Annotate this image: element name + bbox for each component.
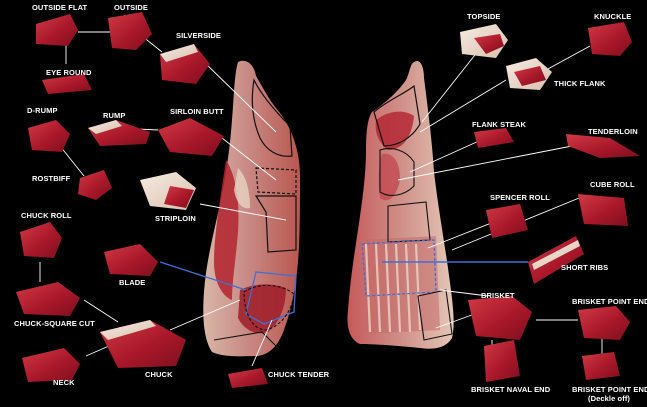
label-brisket-point-end-deckle-off: BRISKET POINT END (Deckle off) bbox=[572, 385, 647, 403]
blue-highlight-lines bbox=[159, 261, 528, 291]
label-sirloin-butt: SIRLOIN BUTT bbox=[170, 107, 224, 116]
knuckle-cut bbox=[588, 22, 632, 56]
brisket-point-end-cut bbox=[578, 306, 630, 340]
blade-cut bbox=[104, 244, 158, 276]
label-deckle-off: (Deckle off) bbox=[587, 394, 631, 403]
label-thick-flank: THICK FLANK bbox=[554, 79, 606, 88]
left-carcass bbox=[203, 60, 300, 357]
label-outside: OUTSIDE bbox=[114, 3, 149, 12]
label-chuck: CHUCK bbox=[145, 370, 173, 379]
label-silverside: SILVERSIDE bbox=[176, 31, 222, 40]
tenderloin-cut bbox=[566, 134, 640, 158]
label-outside-flat: OUTSIDE FLAT bbox=[32, 3, 88, 12]
label-topside: TOPSIDE bbox=[467, 12, 501, 21]
outside-cut bbox=[108, 12, 152, 50]
label-chuck-roll: CHUCK ROLL bbox=[21, 211, 72, 220]
brisket-point-end-deckle-off-cut bbox=[582, 352, 620, 380]
outside-flat-cut bbox=[36, 14, 78, 46]
label-tenderloin: TENDERLOIN bbox=[588, 127, 638, 136]
label-flank-steak: FLANK STEAK bbox=[472, 120, 527, 129]
label-knuckle: KNUCKLE bbox=[594, 12, 632, 21]
brisket-cut bbox=[468, 296, 532, 340]
chuck-square-cut-cut bbox=[16, 282, 80, 316]
label-short-ribs: SHORT RIBS bbox=[561, 263, 609, 272]
rostbiff-cut bbox=[78, 170, 112, 200]
label-eye-round: EYE ROUND bbox=[46, 68, 92, 77]
label-d-rump: D-RUMP bbox=[27, 106, 58, 115]
eye-round-cut bbox=[42, 74, 92, 94]
brisket-naval-end-cut bbox=[484, 340, 520, 382]
right-carcass bbox=[347, 60, 454, 349]
label-rostbiff: ROSTBIFF bbox=[32, 174, 71, 183]
label-striploin: STRIPLOIN bbox=[155, 214, 196, 223]
label-chuck-square-cut: CHUCK-SQUARE CUT bbox=[14, 319, 95, 328]
spencer-roll-cut bbox=[486, 204, 528, 238]
label-rump: RUMP bbox=[103, 111, 126, 120]
label-chuck-tender: CHUCK TENDER bbox=[268, 370, 330, 379]
label-cube-roll: CUBE ROLL bbox=[590, 180, 635, 189]
sirloin-butt-cut bbox=[158, 118, 224, 156]
label-brisket-naval-end: BRISKET NAVAL END bbox=[471, 385, 551, 394]
flank-steak-cut bbox=[474, 128, 514, 148]
chuck-roll-cut bbox=[20, 222, 62, 258]
d-rump-cut bbox=[28, 120, 70, 152]
label-brisket-point-end-2: BRISKET POINT END bbox=[572, 385, 647, 394]
cut-images bbox=[16, 12, 640, 388]
neck-cut bbox=[22, 348, 80, 382]
label-brisket-point-end: BRISKET POINT END bbox=[572, 297, 647, 306]
label-spencer-roll: SPENCER ROLL bbox=[490, 193, 550, 202]
label-blade: BLADE bbox=[119, 278, 146, 287]
cube-roll-cut bbox=[578, 194, 628, 226]
label-neck: NECK bbox=[53, 378, 75, 387]
label-brisket: BRISKET bbox=[481, 291, 515, 300]
chuck-tender-cut bbox=[228, 368, 268, 388]
